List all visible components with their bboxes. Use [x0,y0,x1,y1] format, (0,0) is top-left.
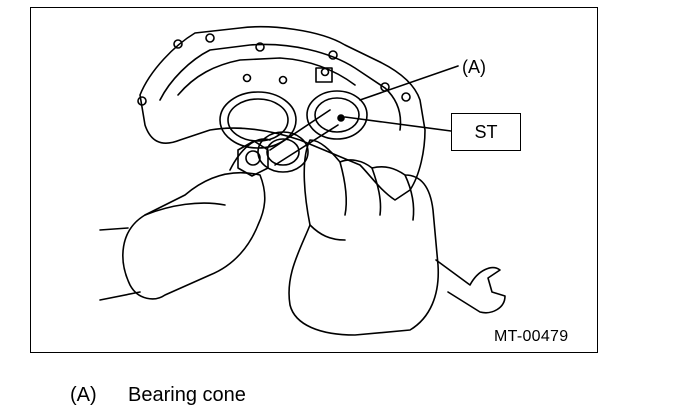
callout-a-leader [359,65,459,101]
legend-item: (A) Bearing cone [70,384,246,407]
legend-text: Bearing cone [128,384,246,406]
figure-code: MT-00479 [494,328,569,345]
callout-a-label: (A) [462,57,486,77]
st-leader [344,116,452,132]
legend-key: (A) [70,384,97,406]
special-tool-label: ST [451,113,521,151]
right-hand [288,139,440,336]
transmission-case-outline [139,26,426,201]
left-hand [122,171,266,300]
special-tool-text: ST [474,121,498,142]
wrench [435,259,506,314]
